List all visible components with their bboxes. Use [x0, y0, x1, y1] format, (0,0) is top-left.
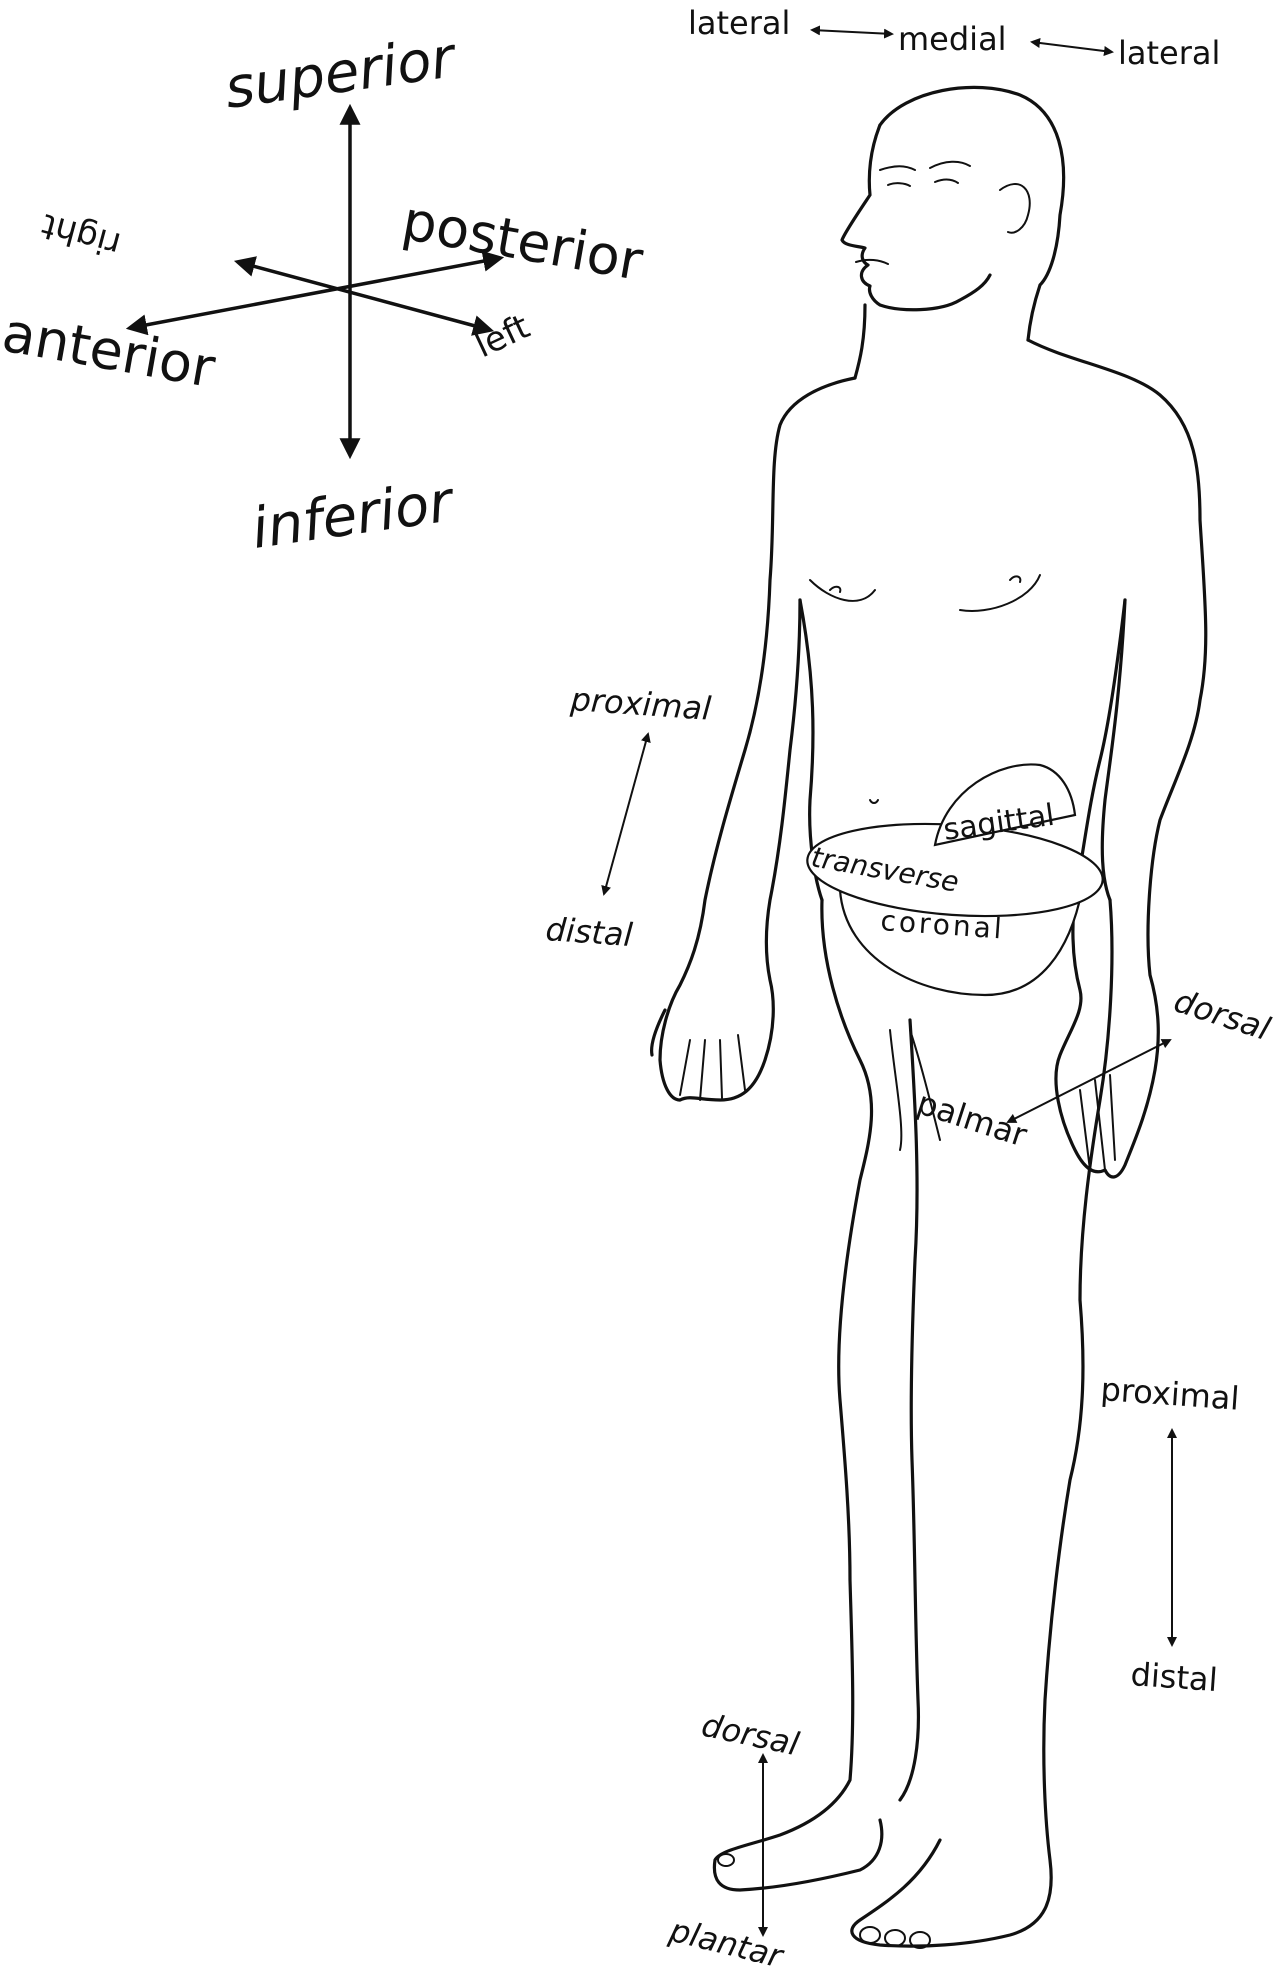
chest-details — [809, 574, 1041, 804]
hand-dorsal-palmar-arrow — [1006, 1039, 1172, 1123]
arm-proximal-distal: proximal distal — [544, 680, 712, 954]
lateral-left-label: lateral — [688, 4, 790, 42]
lateral-medial-arrow-left — [810, 25, 894, 39]
hand-palmar-label: palmar — [913, 1083, 1033, 1154]
face-outline — [840, 123, 992, 312]
leg-proximal-label: proximal — [1099, 1370, 1240, 1418]
anatomical-planes: sagittal transverse coronal — [806, 763, 1104, 997]
posterior-label: posterior — [398, 189, 648, 293]
medial-lateral-arrow-right — [1030, 38, 1114, 56]
leg-proximal-distal: proximal distal — [1099, 1370, 1240, 1699]
left-fingers — [679, 1034, 746, 1101]
arm-proximal-distal-arrow — [601, 732, 651, 896]
medial-label: medial — [898, 20, 1007, 58]
arm-proximal-label: proximal — [568, 680, 712, 728]
sagittal-plane-shape — [933, 763, 1077, 847]
left-arm-outline — [658, 376, 857, 1102]
human-figure — [649, 85, 1208, 1949]
lateral-right-label: lateral — [1118, 34, 1220, 72]
foot-dorsal-label: dorsal — [698, 1706, 802, 1764]
orientation-compass: superior inferior anterior posterior rig… — [0, 25, 648, 562]
hand-dorsal-palmar: dorsal palmar — [913, 981, 1275, 1154]
neck-front — [853, 303, 867, 380]
right-arm-outline — [1026, 338, 1208, 1179]
right-label: right — [37, 205, 125, 264]
groin-details — [889, 1029, 941, 1151]
left-leg-outline — [712, 898, 884, 1892]
foot-plantar-label: plantar — [665, 1911, 788, 1966]
facial-features — [855, 160, 1031, 265]
head-back-outline — [878, 85, 1066, 342]
right-leg-outline — [850, 898, 1114, 1948]
leg-distal-label: distal — [1129, 1655, 1218, 1699]
inner-leg-line — [898, 1018, 920, 1802]
coronal-plane-shape — [838, 888, 1084, 997]
inferior-label: inferior — [248, 469, 459, 562]
hand-dorsal-label: dorsal — [1170, 981, 1275, 1048]
right-torso-side — [1100, 598, 1127, 902]
lateral-medial-axis: lateral medial lateral — [688, 4, 1220, 72]
superior-label: superior — [221, 25, 461, 122]
left-right-axis-arrow — [233, 256, 495, 336]
right-inner-arm — [1054, 598, 1127, 1174]
left-hand-outline — [649, 598, 802, 1102]
arm-distal-label: distal — [544, 910, 633, 954]
toes — [717, 1853, 932, 1949]
left-label: left — [469, 307, 536, 367]
